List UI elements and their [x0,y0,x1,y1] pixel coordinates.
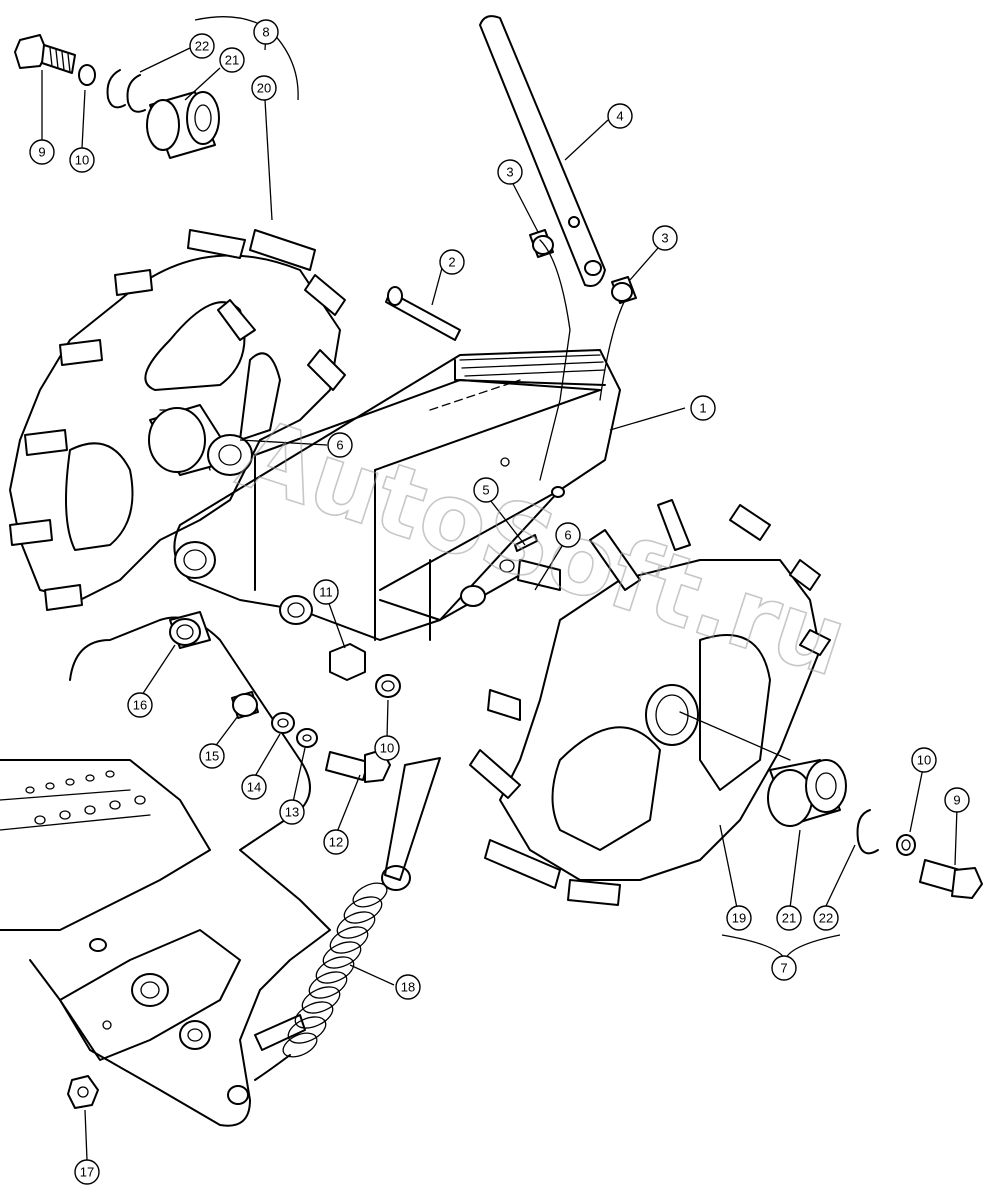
right-bearing-assembly [767,759,983,899]
svg-text:9: 9 [953,793,960,808]
callout-22-bottom: 22 [813,905,839,931]
svg-text:21: 21 [782,911,796,926]
callout-7: 7 [771,955,797,981]
callout-9-right: 9 [944,787,970,813]
callout-17: 17 [74,1159,100,1185]
callout-16: 16 [127,692,153,718]
main-arm [173,349,621,641]
callout-3-right: 3 [652,225,678,251]
svg-text:22: 22 [195,39,209,54]
svg-text:14: 14 [247,780,261,795]
svg-text:16: 16 [133,698,147,713]
small-hardware [67,611,401,1109]
callout-6-right: 6 [555,522,581,548]
right-sprocket-teeth [469,499,831,906]
callout-14: 14 [241,774,267,800]
group-8-bracket [194,16,299,101]
svg-text:11: 11 [319,585,333,600]
callout-4: 4 [607,103,633,129]
leader-lines [41,31,958,1161]
svg-text:5: 5 [482,483,489,498]
callout-21-top: 21 [219,47,245,73]
callout-3-left: 3 [497,159,523,185]
callout-20: 20 [251,75,277,101]
spring-coils [282,882,388,1058]
callout-9-top: 9 [29,139,55,165]
frame-slots [25,770,146,825]
right-sprocket [469,499,831,906]
callout-12: 12 [323,829,349,855]
svg-text:9: 9 [38,145,45,160]
svg-text:19: 19 [732,911,746,926]
svg-text:3: 3 [506,165,513,180]
svg-text:17: 17 [80,1165,94,1180]
svg-text:4: 4 [616,109,623,124]
callout-5: 5 [473,477,499,503]
svg-text:22: 22 [819,911,833,926]
callout-19: 19 [726,905,752,931]
svg-text:15: 15 [205,749,219,764]
svg-text:6: 6 [336,438,343,453]
svg-text:13: 13 [285,805,299,820]
callout-11: 11 [313,579,339,605]
svg-text:3: 3 [661,231,668,246]
callout-10-right: 10 [911,747,937,773]
svg-text:10: 10 [917,753,931,768]
svg-text:7: 7 [780,961,787,976]
lever [385,15,637,552]
svg-text:21: 21 [225,53,239,68]
svg-text:1: 1 [699,401,706,416]
frame-bracket [0,616,331,1127]
callout-13: 13 [279,799,305,825]
left-hub [148,404,253,476]
callout-21-bottom: 21 [776,905,802,931]
callout-8: 8 [253,19,279,45]
callout-1: 1 [690,395,716,421]
svg-text:8: 8 [262,25,269,40]
callout-6-left: 6 [327,432,353,458]
svg-text:10: 10 [380,741,394,756]
svg-text:18: 18 [401,980,415,995]
left-sprocket-teeth [9,229,346,611]
callout-22-top: 22 [189,33,215,59]
callout-15: 15 [199,743,225,769]
svg-text:12: 12 [329,835,343,850]
svg-text:6: 6 [564,528,571,543]
callout-18: 18 [395,974,421,1000]
svg-text:10: 10 [75,153,89,168]
svg-text:20: 20 [257,81,271,96]
callout-2: 2 [439,249,465,275]
callouts: 9 10 22 21 8 20 4 3 3 2 1 6 5 6 11 10 16… [29,19,970,1185]
svg-text:2: 2 [448,255,455,270]
callout-10-top: 10 [69,147,95,173]
left-bearing-assembly [14,34,220,159]
spring [254,757,441,1081]
callout-10-mid: 10 [374,735,400,761]
